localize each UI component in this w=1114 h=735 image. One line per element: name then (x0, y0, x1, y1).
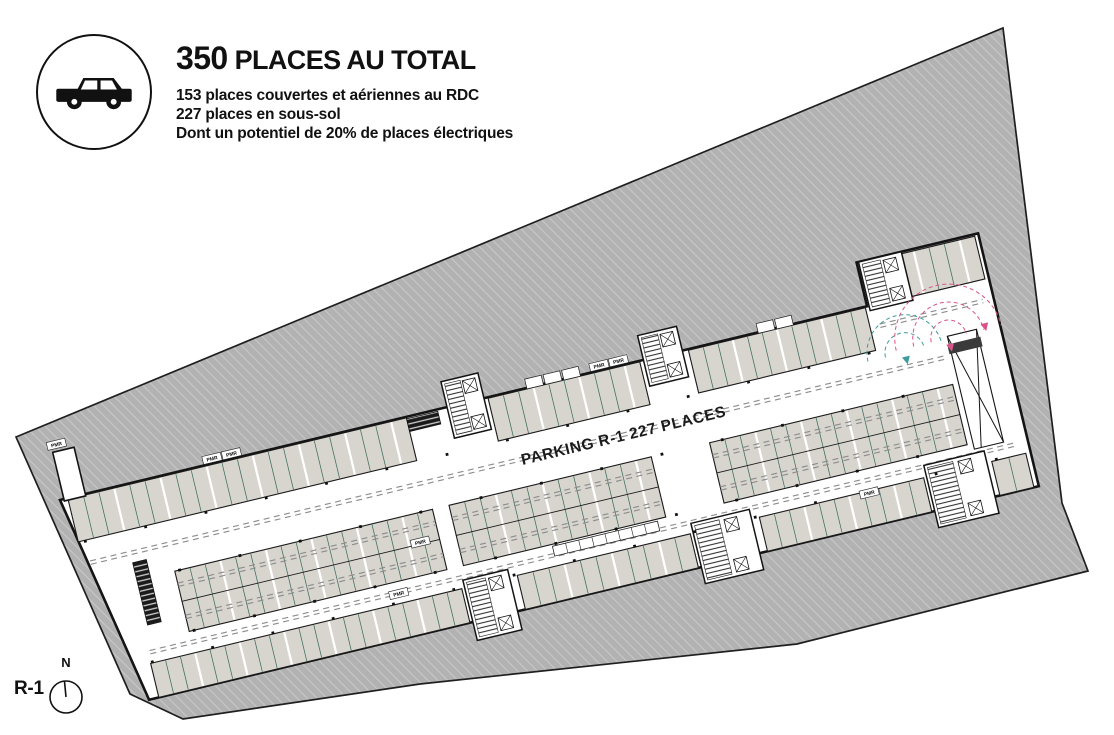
north-arrow: N (49, 655, 83, 714)
page-title-rest: PLACES AU TOTAL (234, 45, 477, 75)
svg-text:PMR: PMR (51, 441, 64, 450)
north-label: N (61, 655, 70, 670)
legend-line-2: 227 places en sous-sol (176, 106, 341, 123)
legend-line-3: Dont un potentiel de 20% de places élect… (176, 125, 514, 142)
car-icon-glyph (56, 78, 132, 110)
svg-text:PMR: PMR (863, 490, 876, 499)
svg-text:PMR: PMR (593, 362, 606, 371)
svg-text:PMR: PMR (393, 590, 406, 599)
parking-layout-layer: PMR PMR PMR PMR PMR PMR PMR PMR (45, 235, 1035, 699)
svg-text:PMR: PMR (206, 455, 219, 464)
svg-text:PMR: PMR (414, 539, 427, 548)
compass-needle (63, 681, 67, 698)
svg-text:PMR: PMR (226, 450, 239, 459)
level-indicator: R-1 (14, 678, 44, 699)
total-count: 350 (176, 40, 228, 76)
svg-text:PMR: PMR (613, 357, 626, 366)
legend-line-1: 153 places couvertes et aériennes au RDC (176, 87, 480, 104)
car-icon (36, 34, 152, 150)
